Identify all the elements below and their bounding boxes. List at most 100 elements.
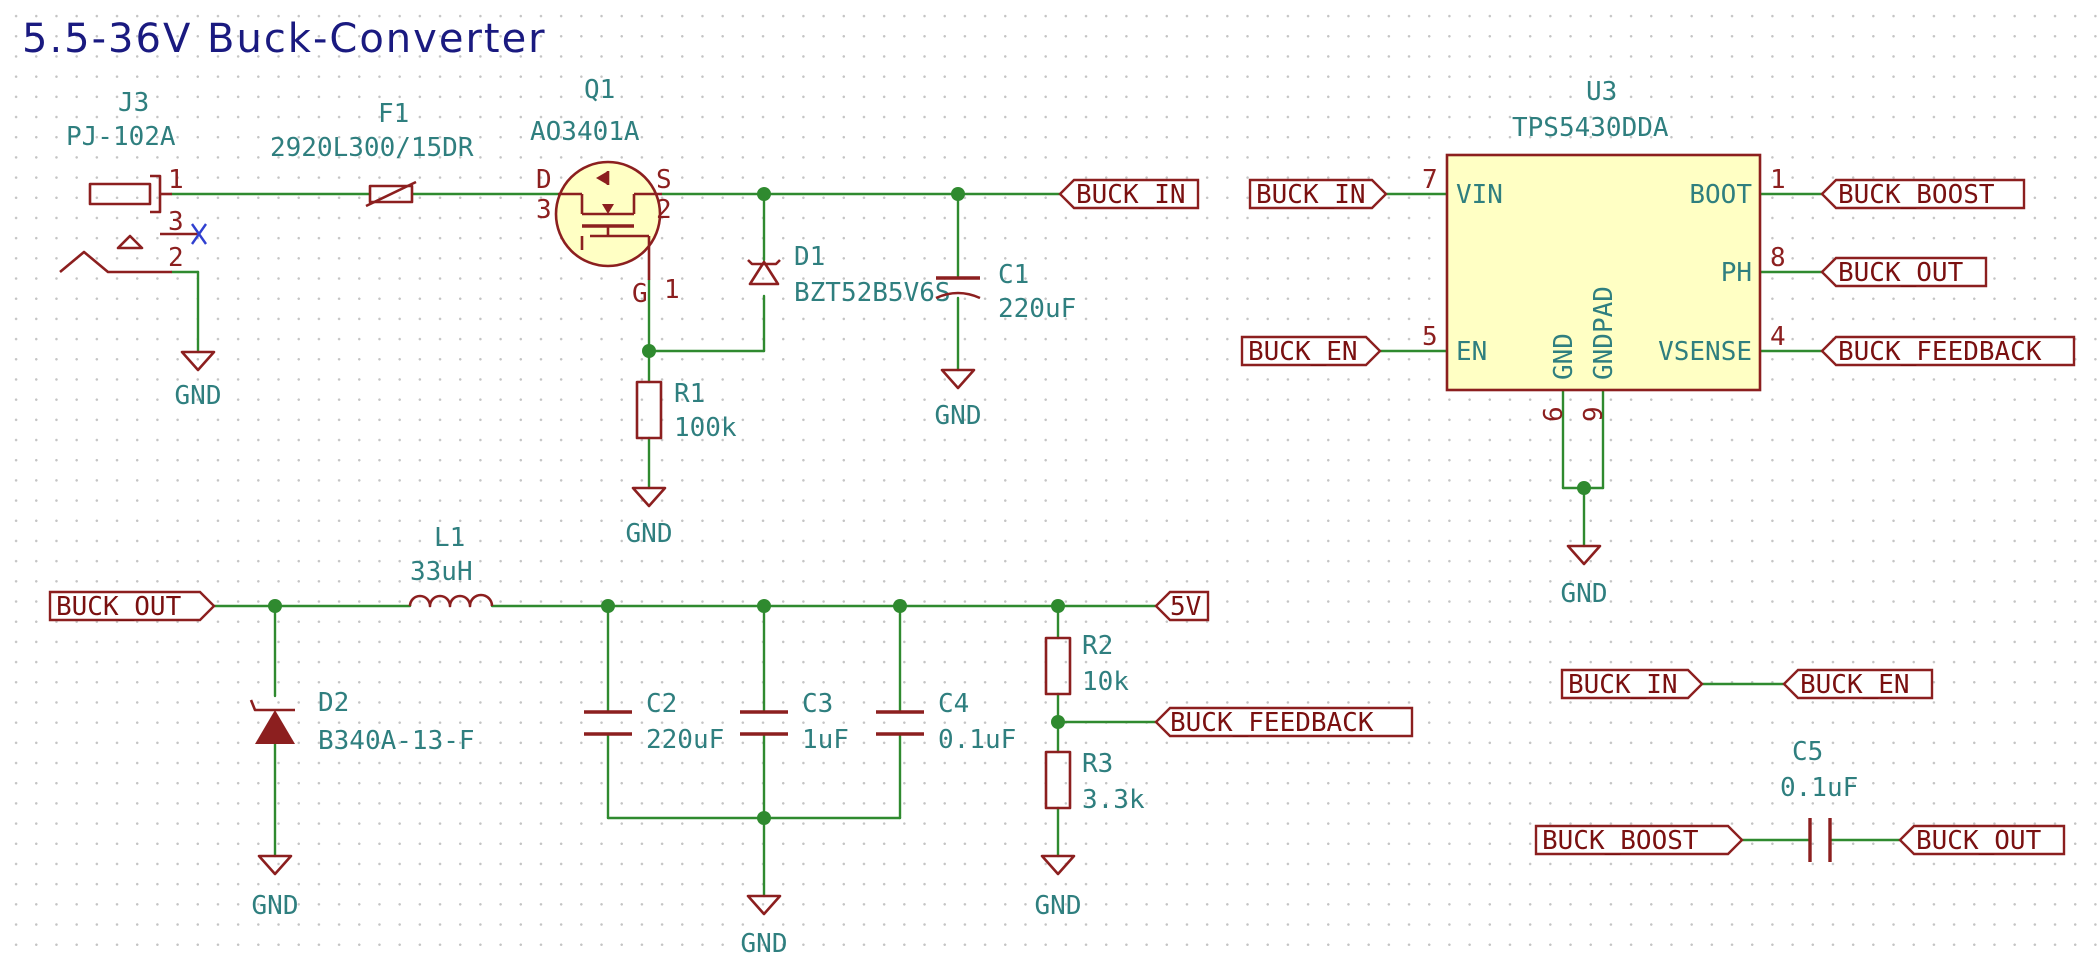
svg-text:BUCK_OUT: BUCK_OUT — [1838, 258, 1964, 288]
net-label-buck-feedback[interactable]: BUCK_FEEDBACK — [1820, 335, 2076, 367]
c1-ref: C1 — [998, 260, 1029, 290]
capacitor-c5[interactable]: C5 0.1uF — [1780, 737, 1858, 862]
c5-value: 0.1uF — [1780, 773, 1858, 803]
u3-pin-8: 8 — [1770, 243, 1786, 273]
q1-pin-g: G — [632, 279, 648, 309]
net-label-buck-boost[interactable]: BUCK_BOOST — [1820, 178, 2026, 210]
inductor-l1[interactable]: L1 33uH — [408, 523, 494, 608]
gnd-label: GND — [1035, 891, 1082, 921]
c4-value: 0.1uF — [938, 725, 1016, 755]
u3-pin-boot: BOOT — [1689, 180, 1752, 210]
gnd-label: GND — [252, 891, 299, 921]
d1-value: BZT52B5V6S — [794, 278, 951, 308]
gnd-label: GND — [175, 381, 222, 411]
q1-pin-2: 2 — [656, 195, 672, 225]
d2-ref: D2 — [318, 688, 349, 718]
gnd-symbol: GND — [175, 350, 222, 411]
net-label-buck-out[interactable]: BUCK_OUT — [1898, 824, 2066, 856]
c1-value: 220uF — [998, 294, 1076, 324]
capacitor-c1[interactable]: C1 220uF — [935, 260, 1076, 324]
q1-pin-1: 1 — [664, 275, 680, 305]
svg-text:BUCK_OUT: BUCK_OUT — [56, 592, 182, 622]
net-label-buck-in[interactable]: BUCK_IN — [1058, 178, 1200, 210]
svg-text:BUCK_BOOST: BUCK_BOOST — [1838, 180, 1995, 210]
svg-text:5V: 5V — [1170, 592, 1201, 622]
svg-text:BUCK_IN: BUCK_IN — [1568, 670, 1678, 700]
svg-text:BUCK_FEEDBACK: BUCK_FEEDBACK — [1838, 337, 2042, 367]
r2-value: 10k — [1082, 667, 1129, 697]
fuse-f1[interactable]: F1 2920L300/15DR — [270, 99, 474, 208]
capacitor-c3[interactable]: C3 1uF — [740, 689, 849, 755]
svg-text:BUCK_EN: BUCK_EN — [1800, 670, 1910, 700]
f1-value: 2920L300/15DR — [270, 133, 474, 163]
gnd-label: GND — [741, 929, 788, 958]
gnd-label: GND — [626, 519, 673, 549]
diode-d1[interactable]: D1 BZT52B5V6S — [747, 242, 951, 308]
svg-text:BUCK_IN: BUCK_IN — [1256, 180, 1366, 210]
l1-value: 33uH — [410, 557, 473, 587]
ic-u3[interactable]: U3 TPS5430DDA VIN EN BOOT PH VSENSE GND … — [1422, 77, 1786, 422]
connector-j3[interactable]: J3 PJ-102A 1 3 2 — [59, 88, 207, 274]
svg-text:BUCK_OUT: BUCK_OUT — [1916, 826, 2042, 856]
net-label-buck-feedback[interactable]: BUCK_FEEDBACK — [1154, 706, 1414, 738]
c2-value: 220uF — [646, 725, 724, 755]
q1-pin-s: S — [656, 165, 672, 195]
svg-text:BUCK_EN: BUCK_EN — [1248, 337, 1358, 367]
gnd-label: GND — [935, 401, 982, 431]
c3-ref: C3 — [802, 689, 833, 719]
u3-pin-vin: VIN — [1456, 180, 1503, 210]
resistor-r2[interactable]: R2 10k — [1044, 631, 1129, 697]
net-label-buck-en[interactable]: BUCK_EN — [1782, 668, 1934, 700]
r1-value: 100k — [674, 413, 737, 443]
u3-pin-vsense: VSENSE — [1658, 337, 1752, 367]
net-label-buck-in[interactable]: BUCK_IN — [1560, 668, 1704, 700]
net-label-5v[interactable]: 5V — [1154, 590, 1210, 622]
d1-ref: D1 — [794, 242, 825, 272]
resistor-r3[interactable]: R3 3.3k — [1044, 749, 1145, 815]
resistor-r1[interactable]: R1 100k — [635, 379, 737, 443]
u3-pin-gnd: GND — [1549, 333, 1579, 380]
u3-pin-en: EN — [1456, 337, 1487, 367]
r3-ref: R3 — [1082, 749, 1113, 779]
net-label-buck-out[interactable]: BUCK_OUT — [48, 590, 216, 622]
svg-text:BUCK_FEEDBACK: BUCK_FEEDBACK — [1170, 708, 1374, 738]
net-label-buck-out[interactable]: BUCK_OUT — [1820, 256, 1988, 288]
q1-ref: Q1 — [584, 75, 615, 105]
c4-ref: C4 — [938, 689, 969, 719]
net-label-buck-boost[interactable]: BUCK_BOOST — [1534, 824, 1744, 856]
svg-text:BUCK_IN: BUCK_IN — [1076, 180, 1186, 210]
gnd-label: GND — [1561, 579, 1608, 609]
l1-ref: L1 — [434, 523, 465, 553]
capacitor-c4[interactable]: C4 0.1uF — [876, 689, 1016, 755]
j3-ref: J3 — [118, 88, 149, 118]
r1-ref: R1 — [674, 379, 705, 409]
q1-value: AO3401A — [530, 117, 640, 147]
j3-pin-2: 2 — [168, 243, 184, 273]
j3-value: PJ-102A — [66, 122, 176, 152]
j3-pin-3: 3 — [168, 207, 184, 237]
u3-pin-7: 7 — [1422, 165, 1438, 195]
c2-ref: C2 — [646, 689, 677, 719]
gnd-symbol: GND — [252, 854, 299, 921]
r2-ref: R2 — [1082, 631, 1113, 661]
u3-ref: U3 — [1586, 77, 1617, 107]
svg-text:BUCK_BOOST: BUCK_BOOST — [1542, 826, 1699, 856]
net-label-buck-en[interactable]: BUCK_EN — [1240, 335, 1382, 367]
capacitor-c2[interactable]: C2 220uF — [584, 689, 724, 755]
gnd-symbol: GND — [935, 368, 982, 431]
q1-pin-3: 3 — [536, 195, 552, 225]
wires — [170, 192, 1902, 898]
j3-pin-1: 1 — [168, 165, 184, 195]
transistor-q1[interactable]: Q1 AO3401A D S 3 2 G 1 — [530, 75, 680, 309]
u3-pin-9: 9 — [1579, 406, 1609, 422]
c5-ref: C5 — [1792, 737, 1823, 767]
r3-value: 3.3k — [1082, 785, 1145, 815]
net-label-buck-in[interactable]: BUCK_IN — [1248, 178, 1388, 210]
gnd-symbol: GND — [1035, 854, 1082, 921]
u3-pin-1: 1 — [1770, 165, 1786, 195]
f1-ref: F1 — [378, 99, 409, 129]
diode-d2[interactable]: D2 B340A-13-F — [249, 688, 475, 756]
u3-value: TPS5430DDA — [1512, 113, 1669, 143]
u3-pin-5: 5 — [1422, 322, 1438, 352]
